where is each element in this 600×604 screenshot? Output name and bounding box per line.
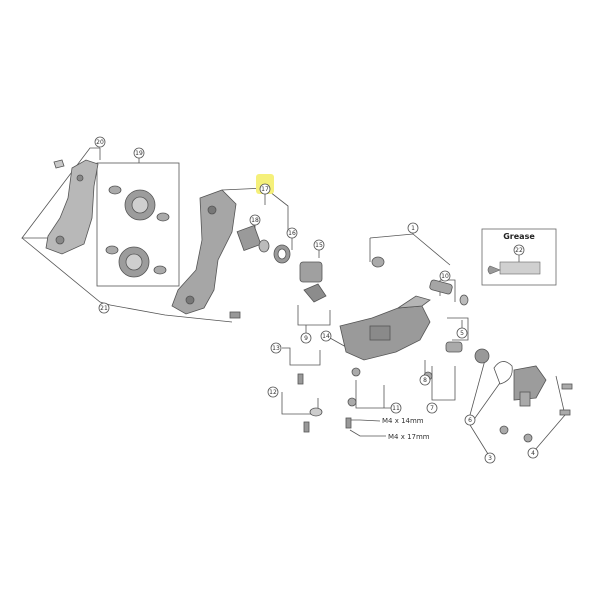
callout-20: 20 [96, 139, 104, 146]
callout-19: 19 [135, 150, 143, 157]
outer-plate-part [45, 159, 99, 255]
callout-22: 22 [515, 247, 523, 254]
grease-label: Grease [503, 232, 535, 241]
bolt-spec-a: M4 x 14mm [382, 417, 424, 425]
callouts: 20 19 21 17 18 16 15 1 10 9 14 5 13 8 12… [94, 136, 539, 464]
callout-4: 4 [531, 450, 535, 457]
grease-box: Grease 22 [481, 228, 557, 286]
callout-17: 17 [261, 186, 269, 193]
callout-10: 10 [441, 273, 449, 280]
callout-5: 5 [460, 330, 464, 337]
leader-lines [21, 147, 566, 455]
callout-15: 15 [315, 242, 323, 249]
grease-tube-icon [499, 261, 541, 275]
callout-3: 3 [488, 455, 492, 462]
callout-21: 21 [100, 305, 108, 312]
callout-11: 11 [392, 405, 400, 412]
callout-16: 16 [288, 230, 296, 237]
parts [45, 159, 573, 443]
callout-9: 9 [304, 335, 308, 342]
callout-14: 14 [322, 333, 330, 340]
bolt-spec-b: M4 x 17mm [388, 433, 430, 441]
callout-1: 1 [411, 225, 415, 232]
callout-13: 13 [272, 345, 280, 352]
callout-12: 12 [269, 389, 277, 396]
callout-6: 6 [468, 417, 472, 424]
callout-18: 18 [251, 217, 259, 224]
inner-plate-part [171, 189, 237, 315]
callout-7: 7 [430, 405, 434, 412]
callout-8: 8 [423, 377, 427, 384]
